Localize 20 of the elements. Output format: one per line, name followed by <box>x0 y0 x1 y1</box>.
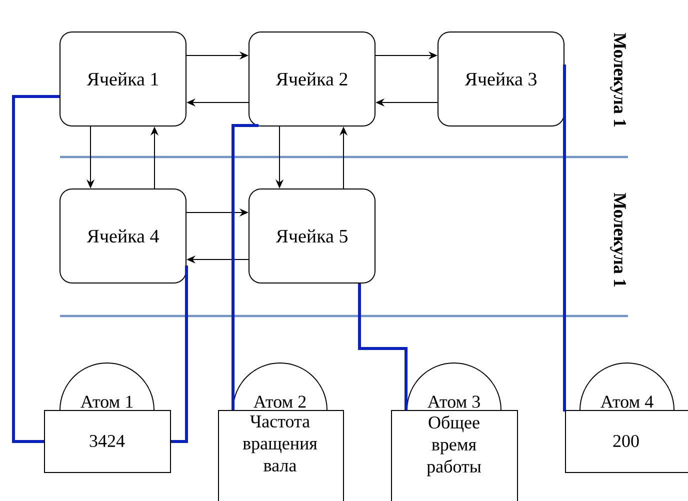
node-label: Атом 4 <box>600 396 654 408</box>
atom-box: Атом 2 Частота вращения вала <box>218 362 344 501</box>
cell-box: Ячейка 4 <box>60 188 186 284</box>
atom-box: Атом 3 Общее время работы <box>391 362 518 501</box>
cell-box: Ячейка 3 <box>438 32 564 126</box>
side-label: Молекула 1 <box>610 32 626 126</box>
connector-line <box>563 64 566 412</box>
connector-line <box>12 95 60 443</box>
connector-line <box>171 266 188 443</box>
cell-box: Ячейка 5 <box>248 188 376 284</box>
side-label: Молекула 1 <box>610 192 626 286</box>
connector-line <box>358 284 408 410</box>
cell-box: Ячейка 2 <box>248 32 376 126</box>
connector-line <box>232 124 258 410</box>
atom-box: Атом 1 3424 <box>44 362 171 473</box>
node-label: Атом 2 <box>254 396 306 408</box>
node-label: Атом 3 <box>428 396 480 408</box>
node-label: Атом 1 <box>80 396 133 408</box>
cell-box: Ячейка 1 <box>60 32 186 126</box>
atom-box: Атом 4 200 <box>565 362 688 473</box>
